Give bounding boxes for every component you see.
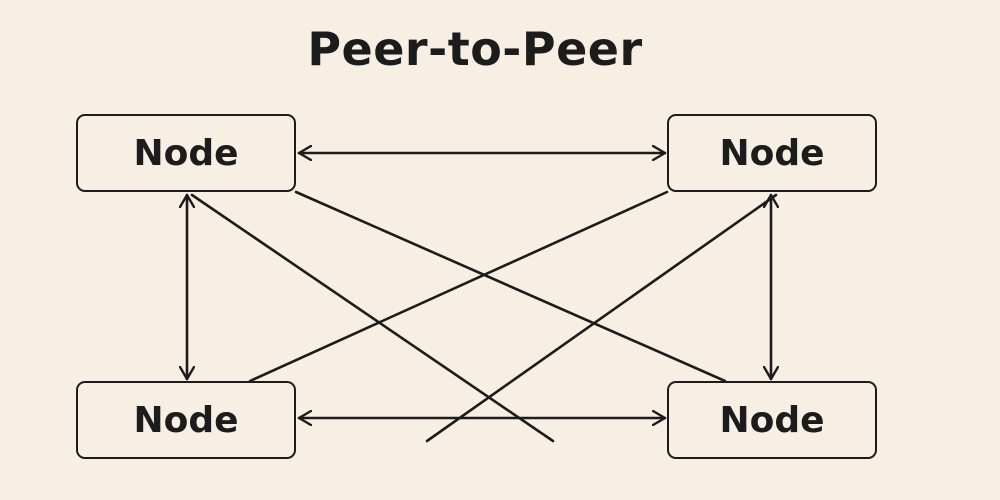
link-tr-diagonal-long (425, 193, 778, 443)
link-tl-to-br (294, 190, 727, 383)
link-tl-diagonal-long (190, 193, 555, 443)
node-top-right: Node (667, 114, 877, 192)
diagram-title: Peer-to-Peer (307, 22, 643, 76)
node-top-left: Node (76, 114, 296, 192)
node-bottom-left: Node (76, 381, 296, 459)
node-bottom-right: Node (667, 381, 877, 459)
link-tr-to-bl (248, 190, 669, 383)
